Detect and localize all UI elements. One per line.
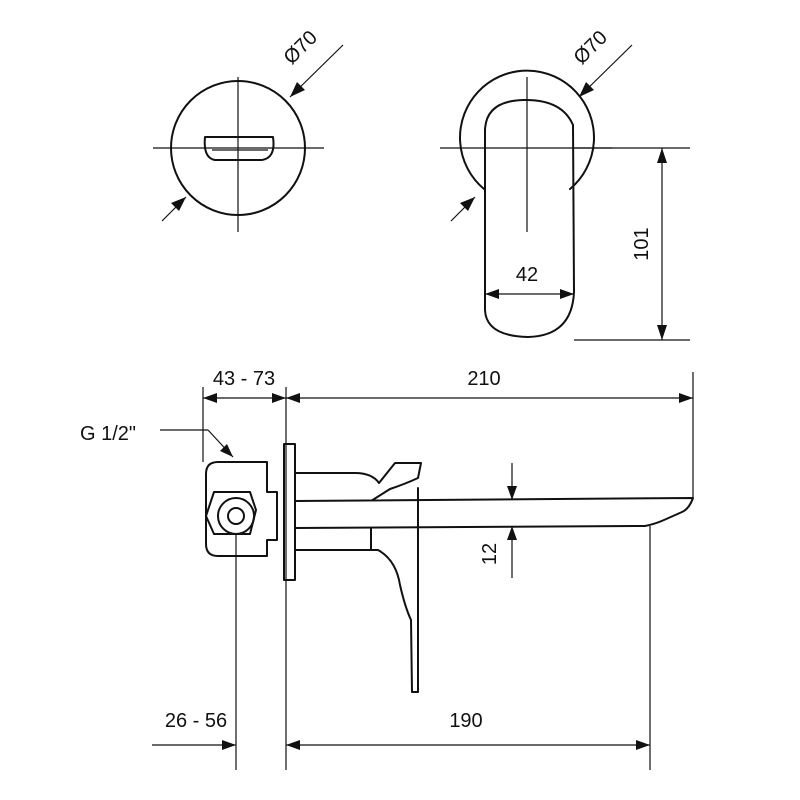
dimension-height: 101 [574, 147, 690, 341]
dimension-handle-width: 42 [485, 264, 574, 299]
handle-width-label: 42 [516, 264, 538, 286]
dimension-diameter-left: Ø70 [161, 27, 344, 222]
dimension-spout-thickness: 12 [479, 463, 517, 578]
dimension-thread: G 1/2" [80, 423, 234, 458]
dimension-length-bottom: 190 [286, 710, 650, 750]
side-view [205, 443, 694, 693]
range-bottom-label: 26 - 56 [165, 710, 227, 732]
dimension-range-top: 43 - 73 [203, 368, 286, 403]
front-view-cover [153, 77, 324, 232]
spout-thickness-label: 12 [479, 543, 501, 565]
length-bottom-label: 190 [449, 710, 482, 732]
height-label: 101 [631, 227, 653, 260]
dimension-length-top: 210 [286, 368, 693, 403]
dimension-diameter-right: Ø70 [450, 27, 633, 222]
diameter-label-left: Ø70 [280, 27, 322, 69]
side-view-dimensions [202, 372, 694, 770]
thread-label: G 1/2" [80, 423, 136, 445]
diameter-label-right: Ø70 [570, 27, 612, 69]
range-top-label: 43 - 73 [213, 368, 275, 390]
dimension-range-bottom: 26 - 56 [152, 710, 236, 750]
length-top-label: 210 [467, 368, 500, 390]
